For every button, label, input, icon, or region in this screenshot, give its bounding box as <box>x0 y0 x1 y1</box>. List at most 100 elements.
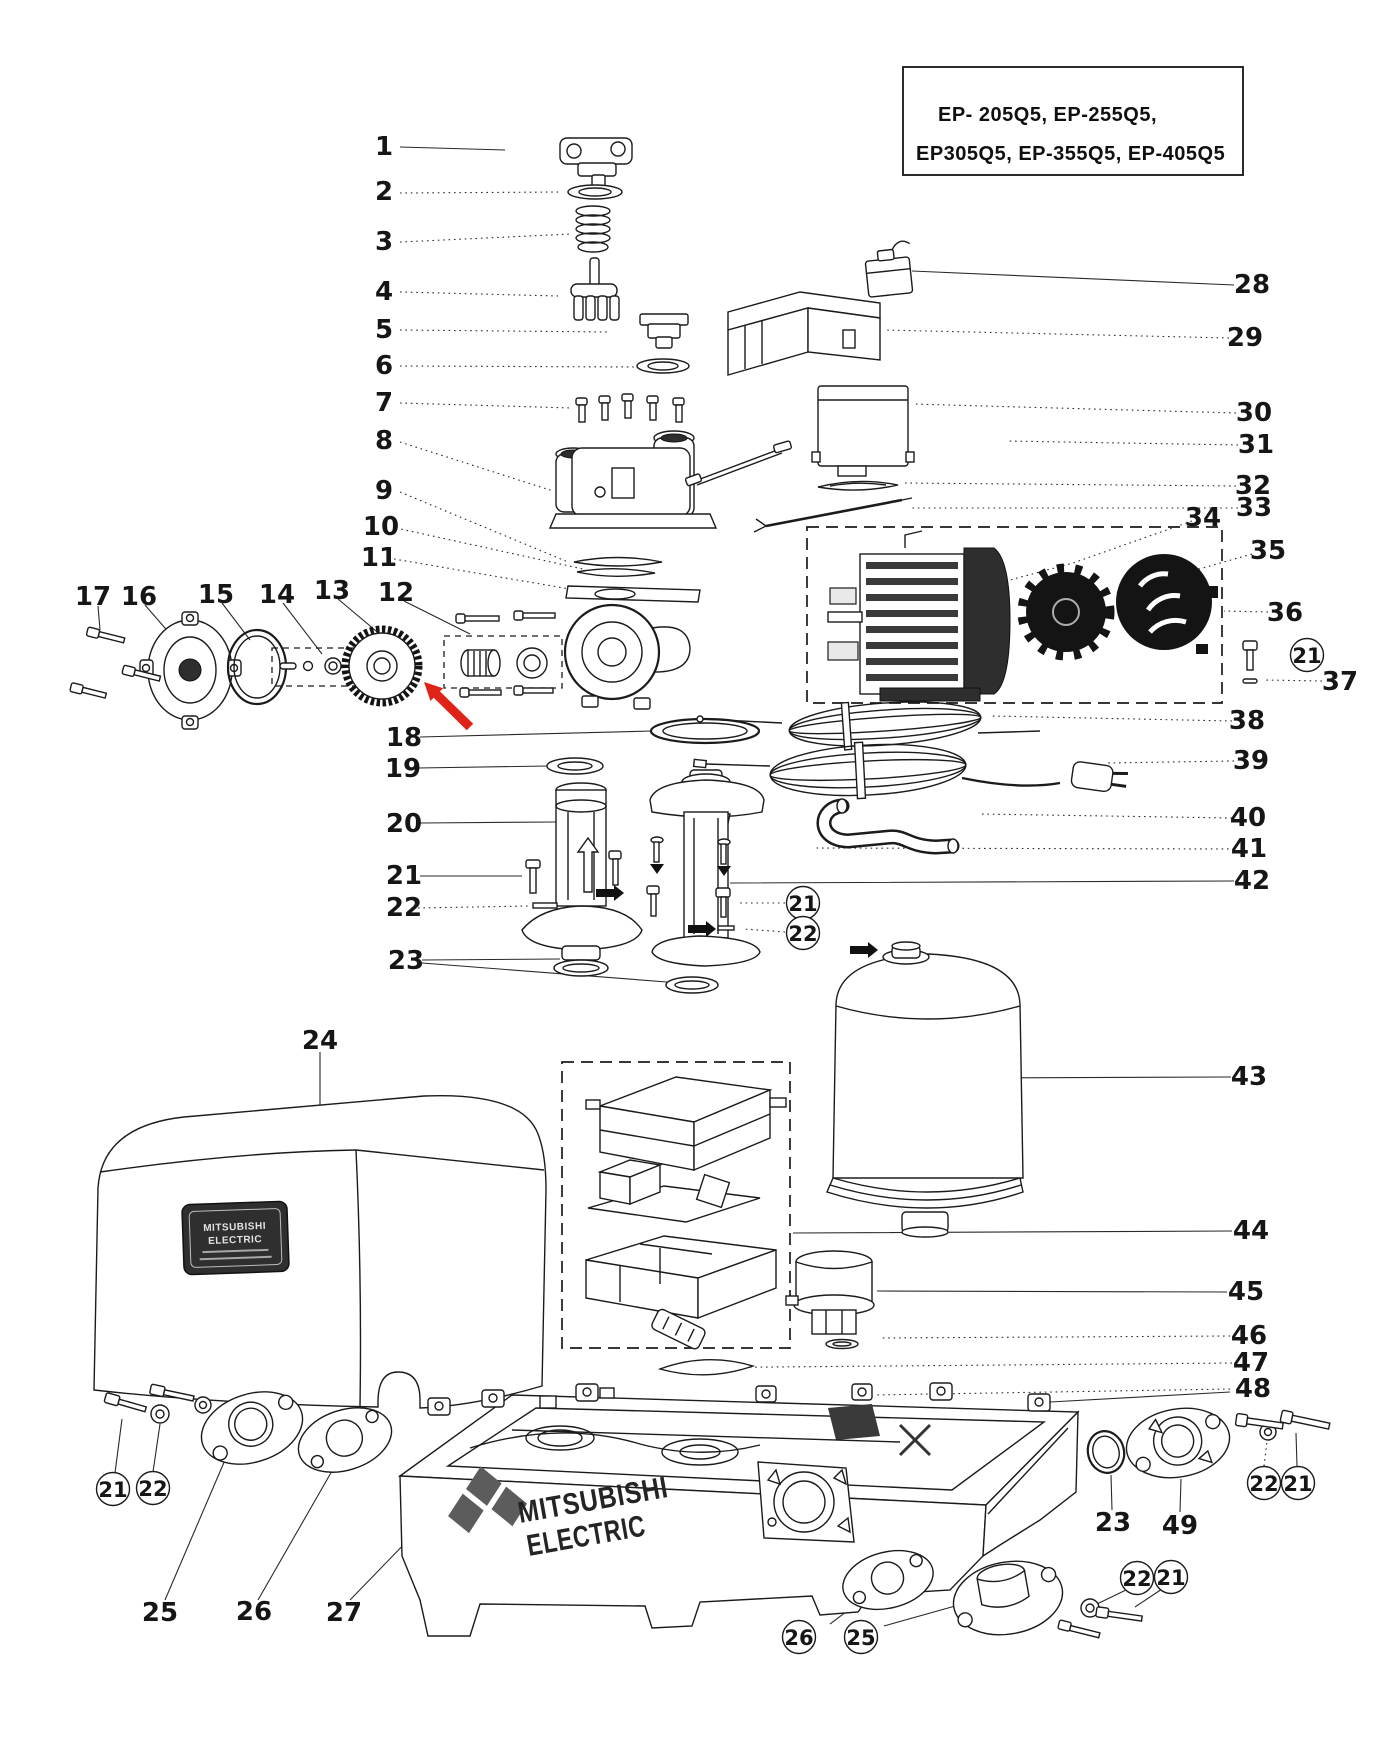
label-19: 19 <box>385 754 421 784</box>
flange-49 <box>1125 1407 1231 1479</box>
controller-cover <box>585 1076 787 1172</box>
lead-wire <box>684 440 792 487</box>
svg-text:22: 22 <box>138 1477 167 1501</box>
circled-21-bottom-right: 21 <box>1153 1559 1189 1595</box>
controller-pcb <box>587 1159 761 1223</box>
controller-tray <box>585 1235 777 1320</box>
label-35: 35 <box>1250 536 1286 566</box>
leader-lines <box>97 146 1323 1627</box>
svg-text:22: 22 <box>1249 1472 1278 1496</box>
circled-21-motor: 21 <box>1289 637 1325 673</box>
label-4: 4 <box>375 277 393 307</box>
svg-text:21: 21 <box>1283 1472 1312 1496</box>
circled-21-right: 21 <box>1280 1465 1316 1501</box>
part-labels: 1 2 3 4 5 6 7 8 9 10 11 12 13 14 15 16 1… <box>75 132 1358 1628</box>
motor-group <box>806 526 1258 704</box>
label-23: 23 <box>388 946 424 976</box>
model-list-line1: EP- 205Q5, EP-255Q5, <box>938 104 1157 126</box>
power-cord <box>692 741 1128 800</box>
screws-row <box>575 393 685 423</box>
label-33: 33 <box>1236 493 1272 523</box>
label-36: 36 <box>1267 598 1303 628</box>
label-17: 17 <box>75 582 111 612</box>
label-23b: 23 <box>1095 1508 1131 1538</box>
diffuser-column <box>649 769 765 967</box>
circled-22-bottom-right: 22 <box>1119 1560 1155 1596</box>
spring <box>575 205 611 253</box>
circled-21-bottom-left: 21 <box>95 1471 131 1507</box>
mech-seal-box <box>443 610 563 698</box>
label-37: 37 <box>1322 667 1358 697</box>
flange-25b <box>952 1560 1064 1636</box>
nameplate-line2: ELECTRIC <box>208 1234 262 1247</box>
gasket-plate-2 <box>576 568 656 577</box>
capacitor-box <box>864 240 914 298</box>
label-12: 12 <box>378 578 414 608</box>
svg-text:21: 21 <box>1156 1566 1185 1590</box>
svg-text:22: 22 <box>788 922 817 946</box>
control-box-upper <box>811 385 915 477</box>
seal-gear-group <box>69 610 563 730</box>
motor-fan <box>1017 563 1115 661</box>
circled-22-column: 22 <box>785 915 821 951</box>
label-25: 25 <box>142 1598 178 1628</box>
label-46: 46 <box>1231 1321 1267 1351</box>
pressure-switch <box>785 1250 875 1350</box>
float-valve <box>570 257 620 321</box>
label-27: 27 <box>326 1598 362 1628</box>
svg-text:21: 21 <box>98 1478 127 1502</box>
label-9: 9 <box>375 476 393 506</box>
label-26: 26 <box>236 1597 272 1627</box>
hose-clamps <box>427 1382 1051 1416</box>
mitsubishi-logo <box>448 1466 528 1534</box>
pump-head-assembly <box>548 430 718 710</box>
discharge-boss <box>757 1461 855 1543</box>
shaft-rod <box>753 497 913 533</box>
loose-bolts <box>69 626 162 699</box>
fan-cover <box>1116 554 1218 654</box>
pump-base: MITSUBISHI ELECTRIC <box>397 1382 1080 1637</box>
svg-text:25: 25 <box>846 1626 875 1650</box>
label-31: 31 <box>1238 430 1274 460</box>
label-34: 34 <box>1185 503 1221 533</box>
label-48: 48 <box>1235 1374 1271 1404</box>
circled-25-bottom: 25 <box>843 1619 879 1655</box>
svg-text:26: 26 <box>784 1626 813 1650</box>
label-11: 11 <box>361 543 397 573</box>
label-3: 3 <box>375 227 393 257</box>
label-42: 42 <box>1234 866 1270 896</box>
label-32: 32 <box>1235 471 1271 501</box>
label-1: 1 <box>375 132 393 162</box>
terminal-box-group <box>684 240 915 533</box>
circled-labels: 21 21 22 21 22 22 21 22 <box>95 637 1325 1655</box>
circled-22-bottom-left: 22 <box>135 1470 171 1506</box>
flange-group-bottom-right <box>842 1549 1143 1639</box>
motor-stator <box>827 530 1011 702</box>
svg-text:22: 22 <box>1122 1567 1151 1591</box>
connector <box>651 1308 706 1350</box>
label-20: 20 <box>386 809 422 839</box>
gasket-plate <box>573 556 663 567</box>
label-30: 30 <box>1236 398 1272 428</box>
nameplate-line1: MITSUBISHI <box>203 1221 266 1234</box>
flange-group-right <box>1086 1407 1331 1479</box>
svg-text:21: 21 <box>788 892 817 916</box>
label-6: 6 <box>375 351 393 381</box>
label-38: 38 <box>1229 706 1265 736</box>
label-40: 40 <box>1230 803 1266 833</box>
label-2: 2 <box>375 177 393 207</box>
controller-group <box>561 1061 791 1376</box>
label-43: 43 <box>1231 1062 1267 1092</box>
suction-gasket <box>297 1407 393 1473</box>
base-gasket <box>657 1359 756 1376</box>
base-top-details <box>469 1387 932 1466</box>
label-18: 18 <box>386 723 422 753</box>
label-44: 44 <box>1233 1216 1269 1246</box>
label-13: 13 <box>314 576 350 606</box>
air-valve-assembly <box>559 137 690 423</box>
inner-casing-column <box>521 782 643 961</box>
pressure-tank <box>826 941 1024 1238</box>
seal-plate <box>565 585 701 603</box>
